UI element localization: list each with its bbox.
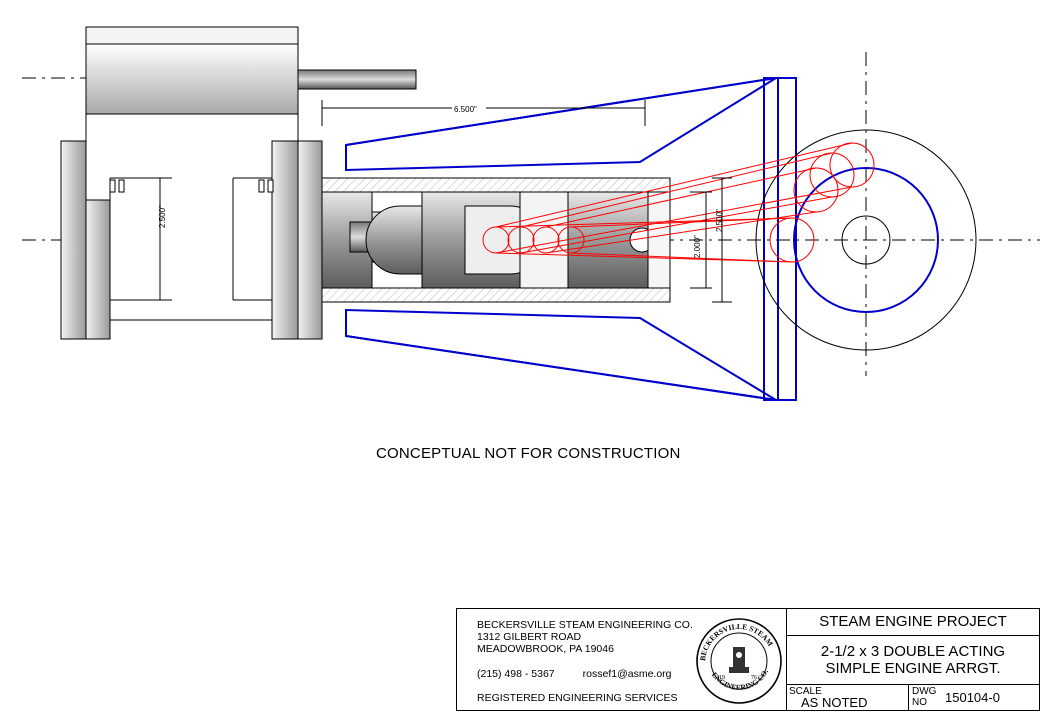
- city-address: MEADOWBROOK, PA 19046: [477, 643, 614, 655]
- cylinder-body: [85, 113, 299, 321]
- company-address: BECKERSVILLE STEAM ENGINEERING CO. 1312 …: [477, 619, 693, 655]
- scale-cell: SCALE AS NOTED: [787, 685, 909, 710]
- cylinder-end: [647, 191, 671, 289]
- street-address: 1312 GILBERT ROAD: [477, 631, 582, 643]
- seal-year-right: 76: [751, 675, 757, 681]
- bearing-cap: [777, 77, 797, 401]
- guide-wall-bottom: [321, 287, 671, 303]
- port-slot: [109, 179, 116, 193]
- title-info: STEAM ENGINE PROJECT 2-1/2 x 3 DOUBLE AC…: [787, 609, 1039, 710]
- engine-frame: [345, 77, 939, 401]
- description-line-2: SIMPLE ENGINE ARRGT.: [825, 660, 1001, 677]
- crank-motion-path: [482, 142, 875, 263]
- port-slot: [118, 179, 125, 193]
- no-label: NO: [912, 697, 927, 708]
- dim-crosshead-guide: 2.500": [715, 209, 724, 232]
- right-port-outline: [232, 177, 272, 301]
- port-slot: [258, 179, 265, 193]
- dimensions: [150, 100, 732, 303]
- dim-stroke-length: 6.500": [454, 105, 477, 114]
- crosshead-guide: [321, 177, 671, 303]
- guide-wall-top: [321, 177, 671, 193]
- flywheel-rim: [755, 129, 977, 351]
- contact-line: (215) 498 - 5367 rossef1@asme.org: [477, 668, 672, 680]
- drawing-number: 150104-0: [945, 690, 1000, 705]
- dim-piston-dia: 2.000": [693, 235, 702, 258]
- seal-year-left: 19: [719, 675, 725, 681]
- drawing-number-cell: DWG NO 150104-0: [909, 685, 1039, 710]
- front-head-inner: [85, 199, 111, 340]
- services-label: REGISTERED ENGINEERING SERVICES: [477, 692, 678, 704]
- company-seal: BECKERSVILLE STEAM ENGINEERING CO. 19 76: [696, 618, 782, 704]
- crosshead-block-right: [519, 191, 569, 289]
- frame-upper-inner: [345, 77, 777, 146]
- description-line-1: 2-1/2 x 3 DOUBLE ACTING: [820, 643, 1006, 660]
- company-info: BECKERSVILLE STEAM ENGINEERING CO. 1312 …: [457, 609, 787, 710]
- steam-chest: [85, 43, 299, 115]
- valve-rod: [297, 69, 417, 90]
- dwg-label: DWG: [912, 686, 937, 697]
- phone-number: (215) 498 - 5367: [477, 668, 555, 680]
- left-port-outline: [109, 177, 150, 301]
- rear-head-inner: [297, 140, 323, 340]
- dim-cylinder-bore: 2.500": [158, 205, 167, 228]
- front-head-flange: [60, 140, 87, 340]
- dimension-labels: 6.500" 2.500" 2.000" 2.500": [158, 104, 724, 258]
- title-block: BECKERSVILLE STEAM ENGINEERING CO. 1312 …: [456, 608, 1040, 711]
- port-slot: [267, 179, 274, 193]
- drawing-description: 2-1/2 x 3 DOUBLE ACTING SIMPLE ENGINE AR…: [787, 635, 1039, 685]
- flywheel: [755, 129, 977, 351]
- scale-value: AS NOTED: [801, 695, 868, 710]
- company-name: BECKERSVILLE STEAM ENGINEERING CO.: [477, 619, 693, 631]
- steam-chest-cap: [85, 26, 299, 45]
- connecting-rod-lines: [495, 142, 853, 263]
- cylinder-assembly: [60, 26, 417, 340]
- bearing-pedestal: [763, 77, 779, 401]
- frame-lower: [345, 308, 777, 401]
- frame-lower-inner: [345, 335, 777, 401]
- scale-label: SCALE: [789, 686, 822, 697]
- drawing-note: CONCEPTUAL NOT FOR CONSTRUCTION: [376, 445, 681, 462]
- crank-shaft: [841, 215, 891, 265]
- rear-head-flange: [271, 140, 299, 340]
- project-title: STEAM ENGINE PROJECT: [787, 609, 1039, 636]
- frame-upper: [345, 77, 777, 172]
- email-address: rossef1@asme.org: [582, 668, 672, 680]
